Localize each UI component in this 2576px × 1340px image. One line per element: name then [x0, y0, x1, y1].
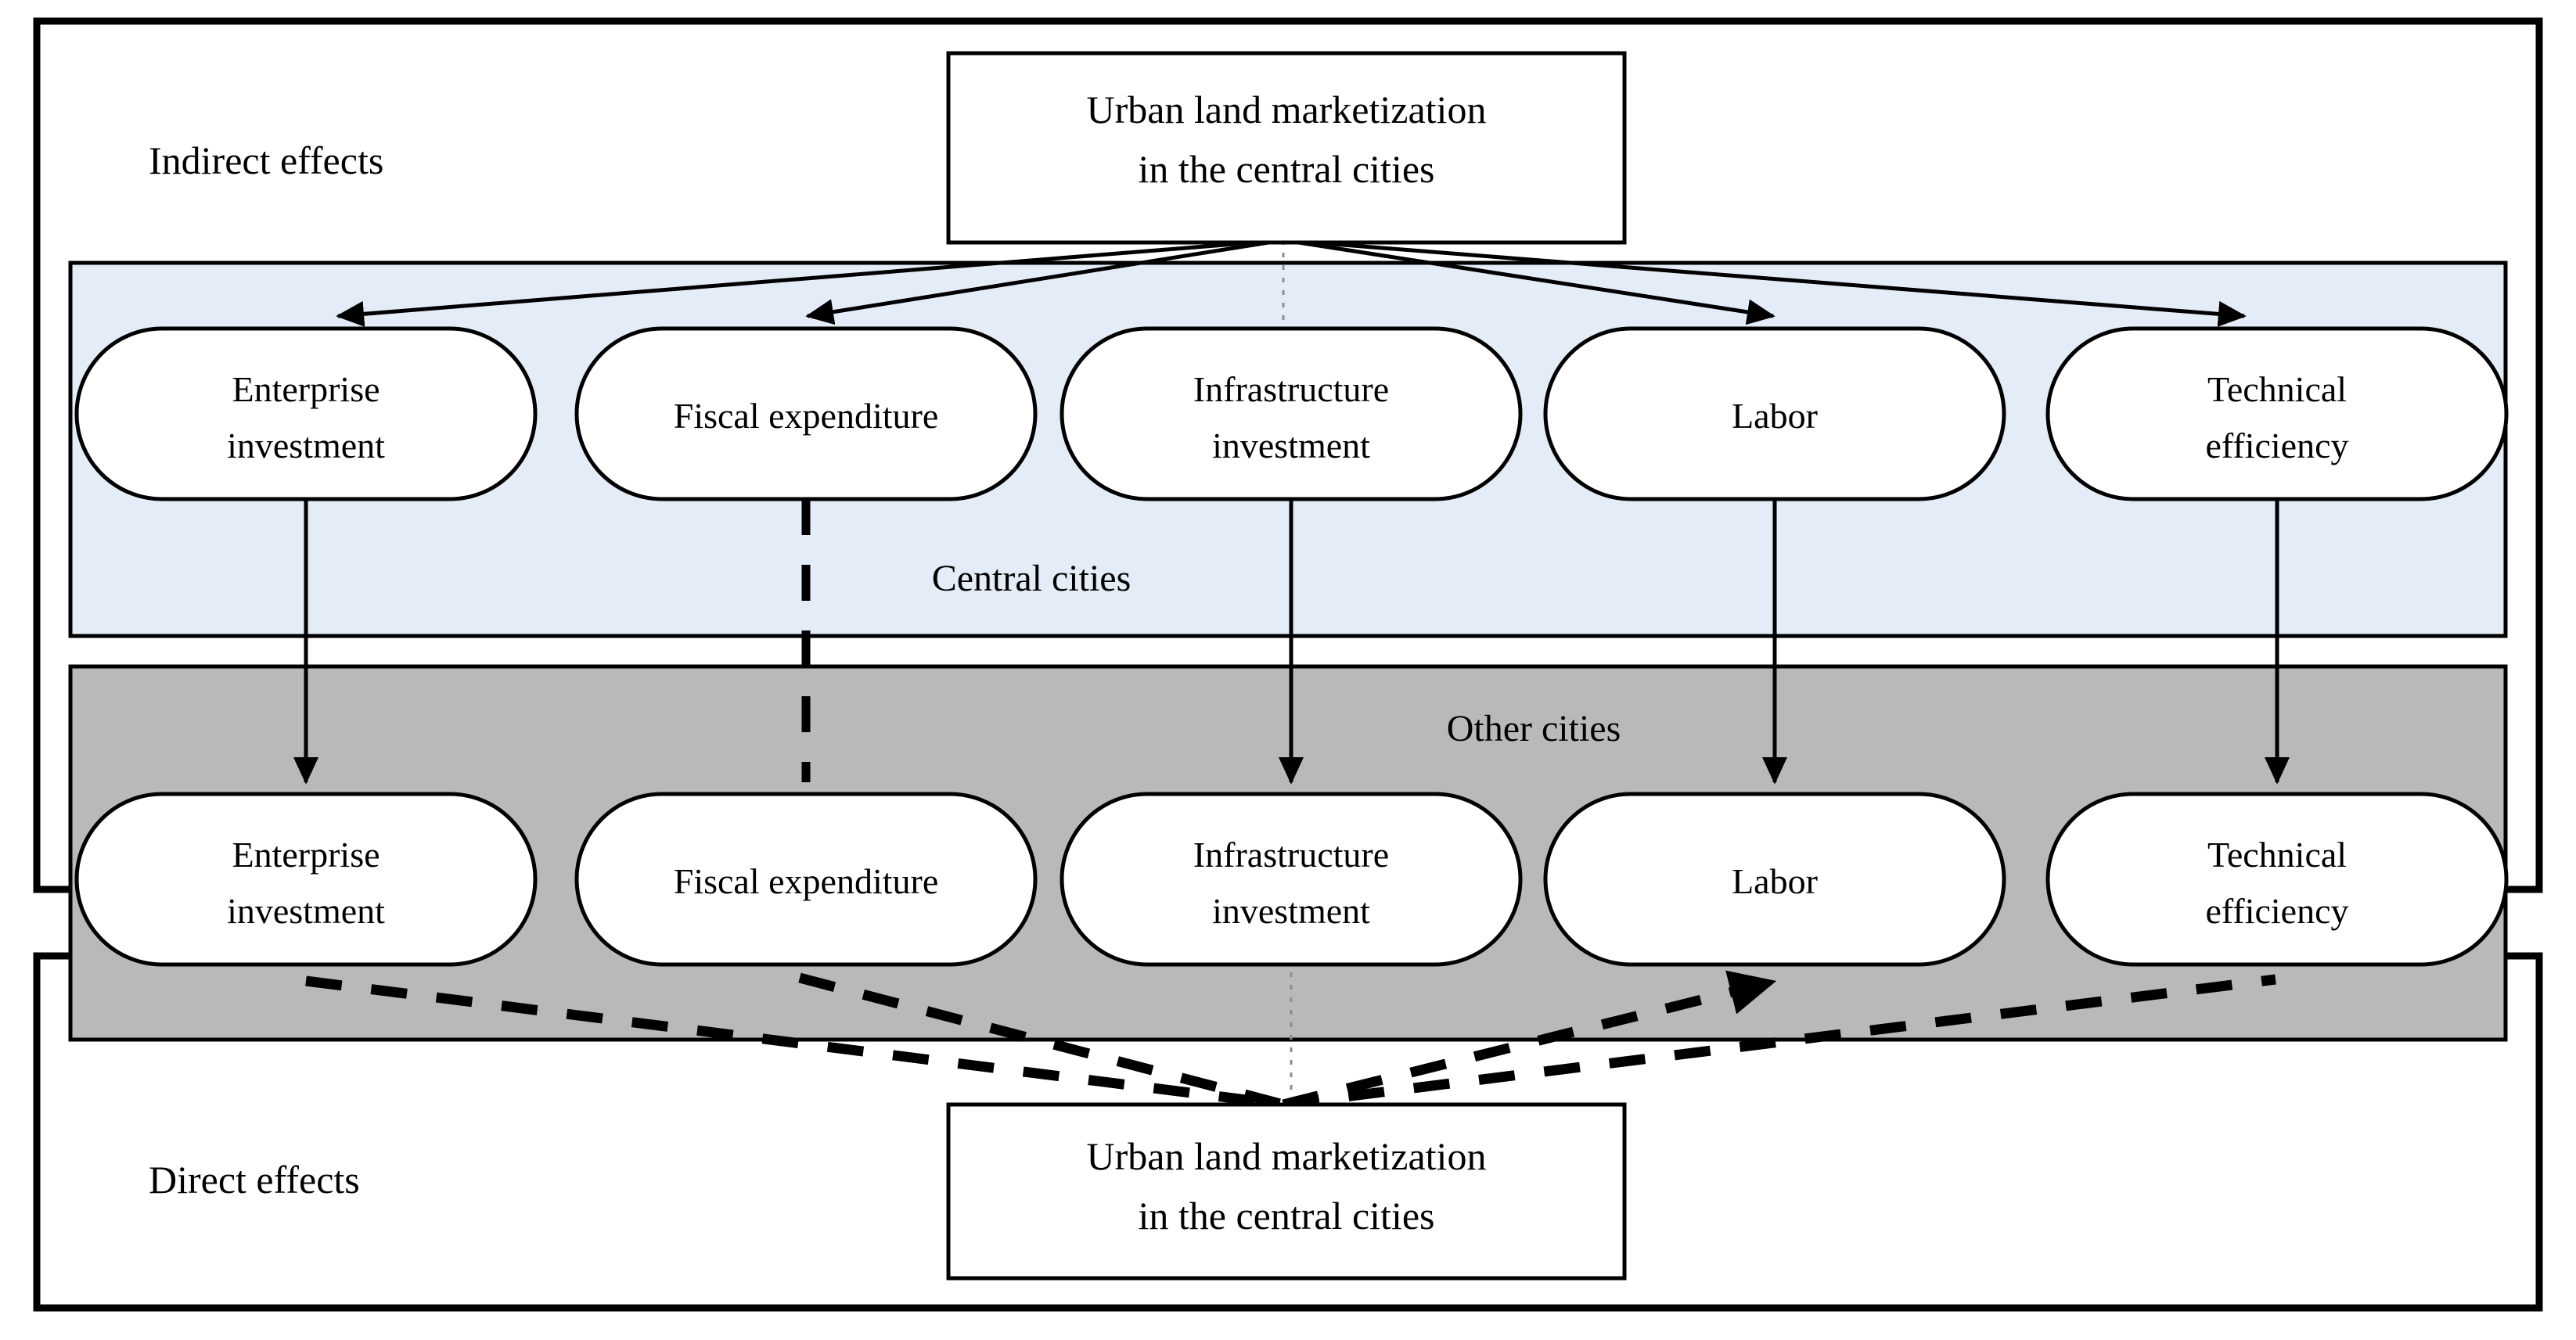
edge-top-to-fiscal-central [805, 238, 1284, 325]
central-node-enterprise-line1: Enterprise [232, 369, 380, 409]
other-node-enterprise-line2: investment [227, 891, 385, 931]
edge-enterprise-other-to-bottom-box [305, 975, 1284, 1110]
other-node-labor[interactable]: Labor [1543, 792, 2006, 967]
other-node-technical-shape [2045, 792, 2509, 967]
top-box-line2: in the central cities [1138, 147, 1434, 191]
band-other-cities-label: Other cities [1447, 708, 1621, 749]
central-node-labor[interactable]: Labor [1543, 326, 2006, 501]
edge-top-to-labor-central [1283, 238, 1775, 325]
outer-frame-indirect [33, 17, 2543, 893]
edge-technical-other-to-bottom-box [1283, 974, 2276, 1110]
connectors-direct-effects [305, 970, 2276, 1110]
other-node-technical-line1: Technical [2207, 835, 2347, 875]
connectors-indirect-fanout [336, 238, 2247, 330]
label-direct-effects: Direct effects [149, 1158, 360, 1202]
bottom-box-urban-land-marketization[interactable]: Urban land marketization in the central … [946, 1102, 1627, 1281]
edge-top-to-technical-central [1283, 238, 2247, 327]
bottom-box-shape [946, 1102, 1627, 1281]
label-indirect-effects: Indirect effects [149, 138, 383, 182]
other-node-labor-line1: Labor [1732, 861, 1818, 901]
other-node-fiscal-shape [574, 792, 1038, 967]
band-central-cities-label: Central cities [932, 558, 1131, 599]
other-node-infrastructure-shape [1060, 792, 1523, 967]
central-node-technical-efficiency[interactable]: Technical efficiency [2045, 326, 2509, 501]
edge-top-to-enterprise-central [336, 238, 1284, 327]
central-node-fiscal-expenditure[interactable]: Fiscal expenditure [574, 326, 1038, 501]
other-node-enterprise-investment[interactable]: Enterprise investment [74, 792, 538, 967]
top-box-urban-land-marketization[interactable]: Urban land marketization in the central … [946, 51, 1627, 245]
edge-fiscal-other-to-bottom-box [798, 972, 1285, 1110]
central-node-infrastructure-line2: investment [1212, 426, 1370, 465]
other-node-infrastructure-investment[interactable]: Infrastructure investment [1060, 792, 1523, 967]
central-node-enterprise-investment[interactable]: Enterprise investment [74, 326, 538, 501]
other-node-enterprise-shape [74, 792, 538, 967]
other-node-infrastructure-line2: investment [1212, 891, 1370, 931]
other-node-technical-line2: efficiency [2205, 891, 2348, 931]
central-node-infrastructure-line1: Infrastructure [1193, 369, 1389, 409]
other-node-fiscal-expenditure[interactable]: Fiscal expenditure [574, 792, 1038, 967]
central-node-labor-line1: Labor [1732, 396, 1818, 436]
bottom-box-line2: in the central cities [1138, 1194, 1434, 1238]
other-node-fiscal-line1: Fiscal expenditure [674, 861, 939, 901]
central-node-infrastructure-investment[interactable]: Infrastructure investment [1060, 326, 1523, 501]
outer-frame-direct [33, 952, 2543, 1312]
bottom-box-line1: Urban land marketization [1087, 1134, 1487, 1178]
central-node-infrastructure-shape [1060, 326, 1523, 501]
other-node-technical-efficiency[interactable]: Technical efficiency [2045, 792, 2509, 967]
central-node-technical-shape [2045, 326, 2509, 501]
central-node-technical-line2: efficiency [2205, 426, 2348, 465]
other-node-infrastructure-line1: Infrastructure [1193, 835, 1389, 875]
other-node-labor-shape [1543, 792, 2006, 967]
edge-bottom-box-to-labor-other [1282, 970, 1777, 1110]
top-box-shape [946, 51, 1627, 245]
central-node-technical-line1: Technical [2207, 369, 2347, 409]
top-box-line1: Urban land marketization [1087, 88, 1487, 131]
central-node-enterprise-shape [74, 326, 538, 501]
central-node-fiscal-line1: Fiscal expenditure [674, 396, 939, 436]
central-node-enterprise-line2: investment [227, 426, 385, 465]
other-node-enterprise-line1: Enterprise [232, 835, 380, 875]
connectors-central-to-other [293, 499, 2290, 785]
